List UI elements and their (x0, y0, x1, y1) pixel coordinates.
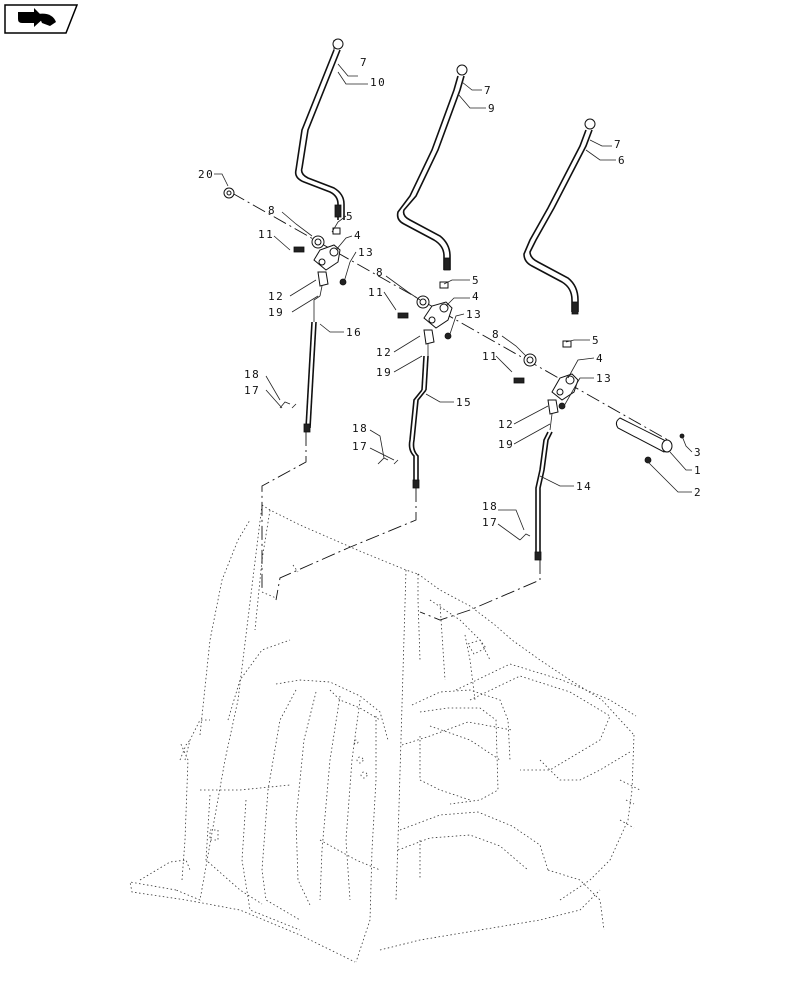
callout-13-left: 13 (358, 246, 374, 259)
callout-18-left: 18 (244, 368, 260, 381)
callout-7-right: 7 (614, 138, 622, 151)
callout-4-middle: 4 (472, 290, 480, 303)
callout-17-left: 17 (244, 384, 260, 397)
callout-17-right: 17 (482, 516, 498, 529)
callout-11-right: 11 (482, 350, 498, 363)
callout-14: 14 (576, 480, 592, 493)
callout-17-middle: 17 (352, 440, 368, 453)
callout-7-left: 7 (360, 56, 368, 69)
callout-labels: 7 10 7 9 7 6 20 8 5 11 4 13 12 19 16 18 … (198, 56, 702, 529)
lever-assembly-middle (377, 64, 468, 489)
callout-19-right: 19 (498, 438, 514, 451)
machine-frame (129, 504, 641, 963)
callout-20: 20 (198, 168, 214, 181)
leader-lines (214, 63, 693, 541)
callout-18-middle: 18 (352, 422, 368, 435)
callout-4-right: 4 (596, 352, 604, 365)
callout-9: 9 (488, 102, 496, 115)
callout-6: 6 (618, 154, 626, 167)
callout-8-left: 8 (268, 204, 276, 217)
callout-11-middle: 11 (368, 286, 384, 299)
callout-15: 15 (456, 396, 472, 409)
back-navigation-button[interactable] (4, 4, 79, 34)
callout-1: 1 (694, 464, 702, 477)
callout-5-middle: 5 (472, 274, 480, 287)
assembly-center-lines (231, 40, 669, 621)
callout-19-left: 19 (268, 306, 284, 319)
callout-11-left: 11 (258, 228, 274, 241)
back-arrow-icon (4, 4, 79, 34)
callout-12-left: 12 (268, 290, 284, 303)
lever-assembly-left (223, 38, 347, 433)
callout-10: 10 (370, 76, 386, 89)
callout-7-middle: 7 (484, 84, 492, 97)
callout-13-right: 13 (596, 372, 612, 385)
callout-12-right: 12 (498, 418, 514, 431)
callout-19-middle: 19 (376, 366, 392, 379)
callout-5-left: 5 (346, 210, 354, 223)
callout-4-left: 4 (354, 229, 362, 242)
callout-2: 2 (694, 486, 702, 499)
callout-16: 16 (346, 326, 362, 339)
callout-8-right: 8 (492, 328, 500, 341)
callout-13-middle: 13 (466, 308, 482, 321)
callout-3: 3 (694, 446, 702, 459)
callout-12-middle: 12 (376, 346, 392, 359)
callout-5-right: 5 (592, 334, 600, 347)
callout-18-right: 18 (482, 500, 498, 513)
callout-8-middle: 8 (376, 266, 384, 279)
